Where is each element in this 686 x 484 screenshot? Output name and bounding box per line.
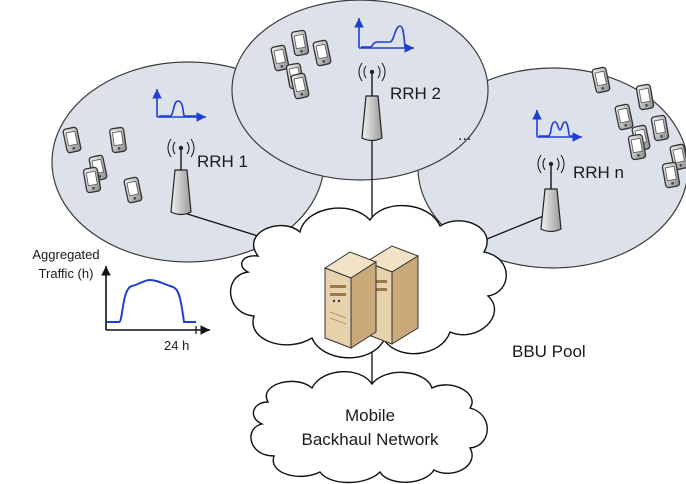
tower-rrhn <box>537 154 565 233</box>
backhaul-label-line1: Mobile <box>345 406 395 425</box>
backhaul-label-line2: Backhaul Network <box>301 430 439 449</box>
aggregated-traffic-label-line2: Traffic (h) <box>39 266 94 281</box>
tower-rrh2 <box>358 62 386 142</box>
cells-ellipsis: ... <box>458 127 471 144</box>
backhaul-cloud <box>250 371 488 484</box>
rrh1-label: RRH 1 <box>197 152 248 171</box>
rrh2-label: RRH 2 <box>390 84 441 103</box>
mini-traffic-chart-rrhn <box>532 110 582 142</box>
rrhn-label: RRH n <box>573 163 624 182</box>
mini-traffic-chart-rrh1 <box>152 89 206 122</box>
bbu-server-icon <box>323 245 420 349</box>
tower-rrh1 <box>167 138 195 216</box>
aggregated-traffic-chart <box>101 266 210 335</box>
phone-icon <box>108 126 128 154</box>
bbu-pool-label: BBU Pool <box>512 342 586 361</box>
aggregated-traffic-curve <box>107 278 196 323</box>
aggregated-traffic-x-end-label: 24 h <box>164 338 189 353</box>
aggregated-traffic-label-line1: Aggregated <box>32 247 99 262</box>
cell-rrh2 <box>231 0 489 181</box>
mini-traffic-chart-rrh2 <box>354 18 414 53</box>
